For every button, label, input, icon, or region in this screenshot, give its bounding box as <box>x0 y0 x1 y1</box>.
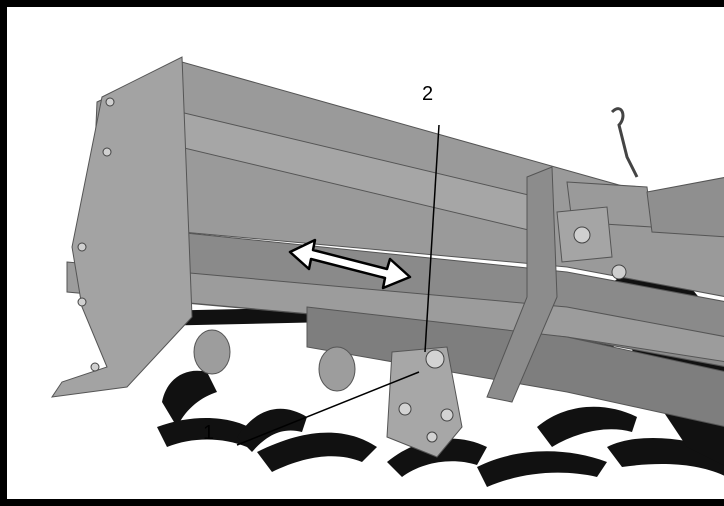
callout-1-leader <box>236 371 420 446</box>
machine-body <box>50 56 724 458</box>
callout-2-leader <box>424 124 440 353</box>
callout-label-1: 1 <box>203 422 215 444</box>
double-arrow-icon <box>288 238 412 290</box>
rotary-tiller-illustration <box>50 56 724 487</box>
callout-label-2: 2 <box>422 83 434 105</box>
